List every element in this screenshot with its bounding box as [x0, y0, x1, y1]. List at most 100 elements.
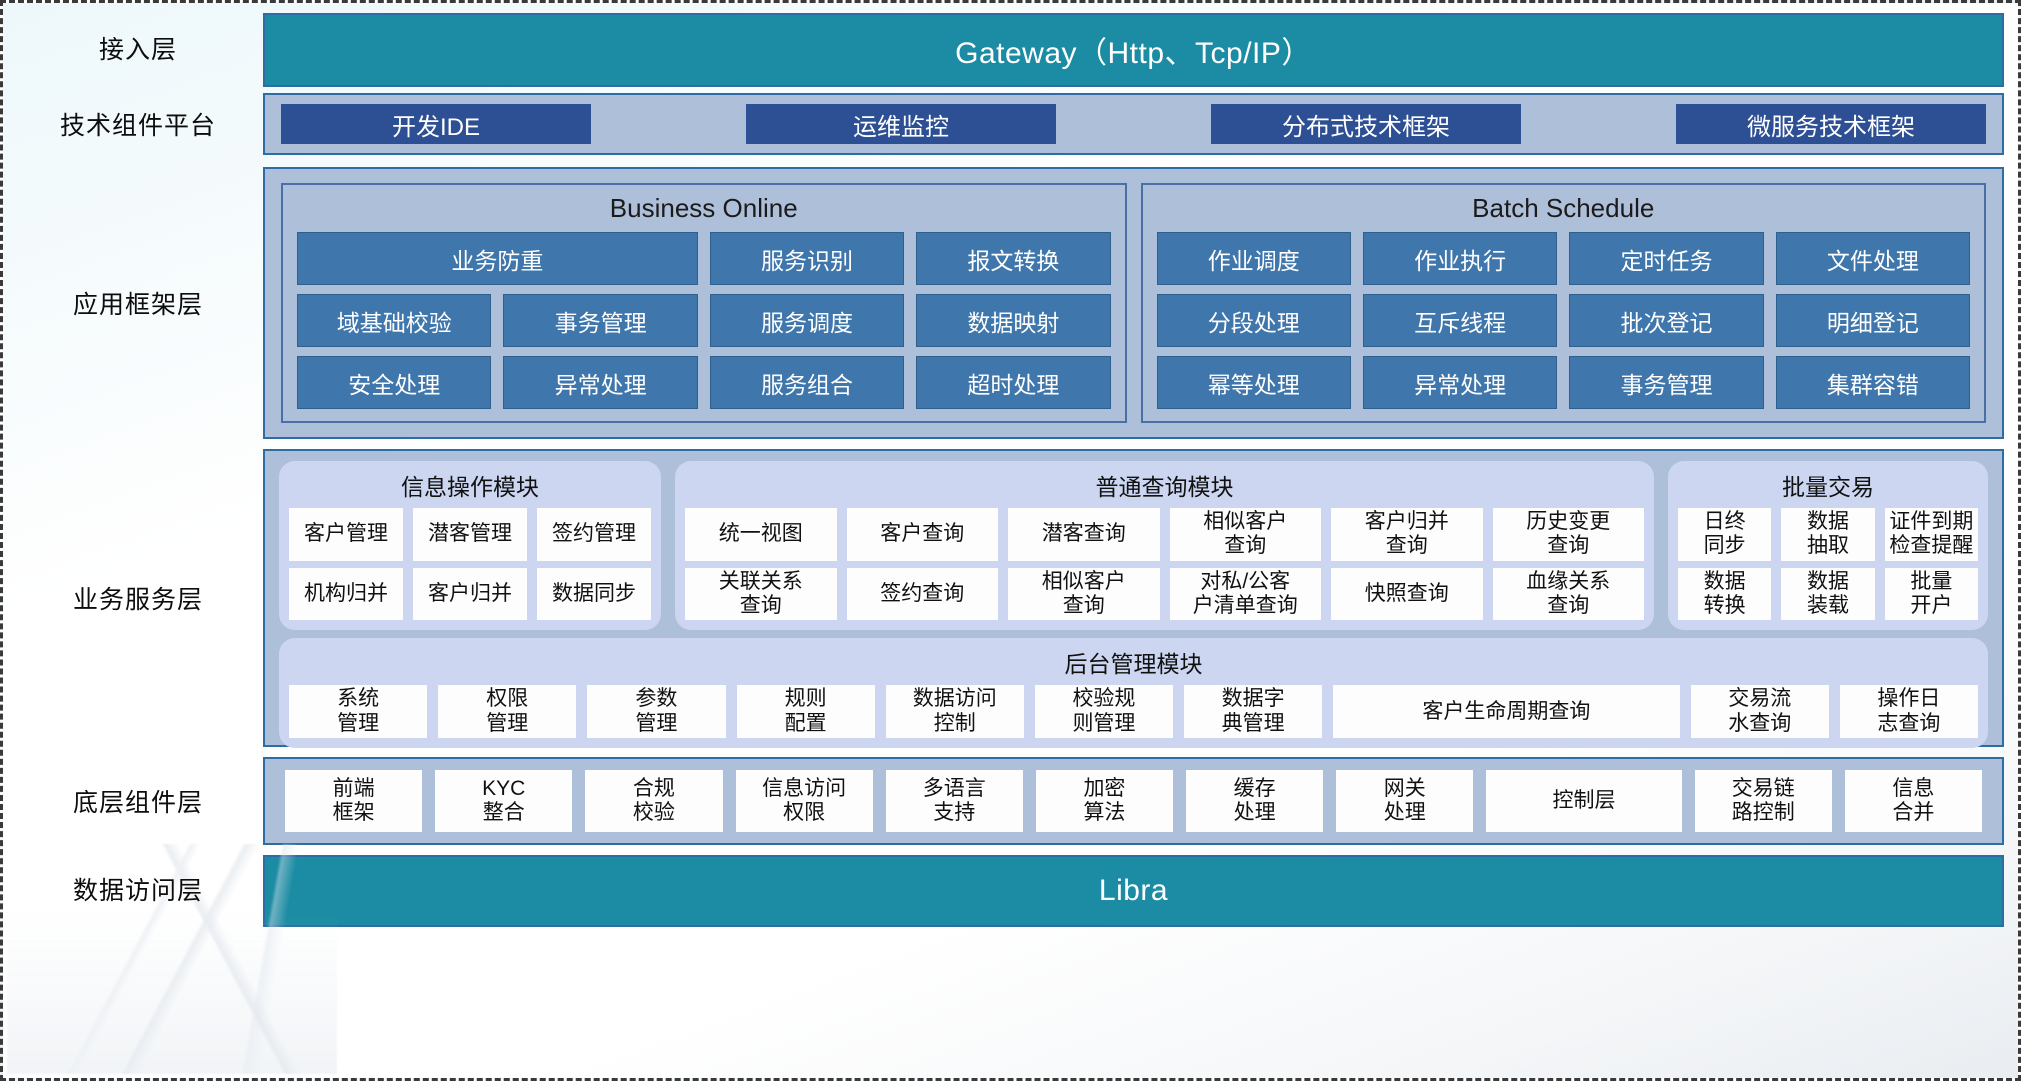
- cell-similar-customer-query-1[interactable]: 相似客户查询: [1169, 508, 1321, 561]
- business-online-grid: 业务防重 服务识别 报文转换 域基础校验 事务管理 服务调度 数据映射 安全处理…: [297, 232, 1111, 409]
- info-operation-grid: 客户管理 潜客管理 签约管理 机构归并 客户归并 数据同步: [289, 508, 651, 621]
- layer-label-access: 接入层: [98, 36, 177, 64]
- group-business-online: Business Online 业务防重 服务识别 报文转换 域基础校验 事务管…: [281, 183, 1127, 423]
- business-service-container: 信息操作模块 客户管理 潜客管理 签约管理 机构归并 客户归并 数据同步 普通查…: [263, 449, 2004, 749]
- cell-job-scheduling[interactable]: 作业调度: [1156, 232, 1351, 285]
- cell-exception-processing[interactable]: 异常处理: [503, 356, 698, 409]
- cell-data-load[interactable]: 数据装载: [1781, 567, 1875, 621]
- cell-customer-mgmt[interactable]: 客户管理: [289, 508, 403, 561]
- cell-parameter-mgmt[interactable]: 参数管理: [587, 685, 726, 739]
- tech-button-microservice-framework[interactable]: 微服务技术框架: [1676, 104, 1986, 144]
- cell-permission-mgmt[interactable]: 权限管理: [438, 685, 577, 739]
- cell-prospect-query[interactable]: 潜客查询: [1008, 508, 1160, 561]
- cell-similar-customer-query-2[interactable]: 相似客户查询: [1008, 567, 1160, 621]
- cell-system-mgmt[interactable]: 系统管理: [289, 685, 428, 739]
- backend-admin-row: 系统管理 权限管理 参数管理 规则配置 数据访问控制 校验规则管理 数据字典管理…: [289, 685, 1978, 739]
- cell-transaction-mgmt[interactable]: 事务管理: [503, 294, 698, 347]
- cell-timeout-processing[interactable]: 超时处理: [916, 356, 1111, 409]
- cell-private-public-customer-list-query[interactable]: 对私/公客户清单查询: [1169, 567, 1321, 621]
- cell-cache-processing[interactable]: 缓存处理: [1186, 770, 1324, 832]
- batch-schedule-grid: 作业调度 作业执行 定时任务 文件处理 分段处理 互斥线程 批次登记 明细登记 …: [1156, 232, 1970, 409]
- cell-data-mapping[interactable]: 数据映射: [916, 294, 1111, 347]
- cell-mutex-thread[interactable]: 互斥线程: [1362, 294, 1558, 347]
- batch-transaction-grid: 日终同步 数据抽取 证件到期检查提醒 数据转换 数据装载 批量开户: [1678, 508, 1978, 621]
- cell-batch-account-open[interactable]: 批量开户: [1884, 567, 1978, 621]
- cell-batch-registration[interactable]: 批次登记: [1569, 294, 1764, 347]
- tech-button-ops-monitor[interactable]: 运维监控: [746, 104, 1056, 144]
- cell-data-transform[interactable]: 数据转换: [1678, 567, 1772, 621]
- cell-frontend-framework[interactable]: 前端框架: [285, 770, 423, 832]
- cell-idempotent-processing[interactable]: 幂等处理: [1156, 356, 1351, 409]
- cell-data-access-control[interactable]: 数据访问控制: [885, 685, 1024, 739]
- cell-eod-sync[interactable]: 日终同步: [1678, 508, 1772, 561]
- cell-certificate-expiry-reminder[interactable]: 证件到期检查提醒: [1884, 508, 1978, 561]
- cell-data-dictionary-mgmt[interactable]: 数据字典管理: [1184, 685, 1323, 739]
- cell-detail-registration[interactable]: 明细登记: [1775, 294, 1970, 347]
- cell-service-composition[interactable]: 服务组合: [709, 356, 905, 409]
- cell-contract-mgmt[interactable]: 签约管理: [537, 508, 651, 561]
- cell-contract-query[interactable]: 签约查询: [846, 567, 998, 621]
- cell-cluster-fault-tolerance[interactable]: 集群容错: [1775, 356, 1970, 409]
- cell-batch-exception-processing[interactable]: 异常处理: [1362, 356, 1558, 409]
- libra-bar[interactable]: Libra: [263, 855, 2004, 927]
- cell-business-dedup[interactable]: 业务防重: [297, 232, 698, 285]
- cell-timed-task[interactable]: 定时任务: [1569, 232, 1764, 285]
- cell-customer-lifecycle-query[interactable]: 客户生命周期查询: [1333, 685, 1680, 739]
- cell-org-merge[interactable]: 机构归并: [289, 567, 403, 621]
- tech-button-distributed-framework[interactable]: 分布式技术框架: [1211, 104, 1521, 144]
- group-title-business-online: Business Online: [609, 193, 798, 223]
- cell-data-extract[interactable]: 数据抽取: [1781, 508, 1875, 561]
- cell-service-scheduling[interactable]: 服务调度: [709, 294, 905, 347]
- module-title-backend-admin: 后台管理模块: [1064, 651, 1203, 678]
- cell-segment-processing[interactable]: 分段处理: [1156, 294, 1351, 347]
- cell-history-change-query[interactable]: 历史变更查询: [1492, 508, 1644, 561]
- module-title-batch-transaction: 批量交易: [1782, 474, 1874, 500]
- cell-lineage-query[interactable]: 血缘关系查询: [1492, 567, 1644, 621]
- cell-control-layer[interactable]: 控制层: [1486, 770, 1682, 832]
- cell-multilingual-support[interactable]: 多语言支持: [885, 770, 1023, 832]
- app-framework-panel: Business Online 业务防重 服务识别 报文转换 域基础校验 事务管…: [263, 167, 2004, 439]
- cell-security-processing[interactable]: 安全处理: [297, 356, 492, 409]
- cell-job-execution[interactable]: 作业执行: [1362, 232, 1558, 285]
- cell-domain-validation[interactable]: 域基础校验: [297, 294, 492, 347]
- cell-batch-transaction-mgmt[interactable]: 事务管理: [1569, 356, 1764, 409]
- cell-transaction-link-control[interactable]: 交易链路控制: [1694, 770, 1832, 832]
- layer-label-tech-platform: 技术组件平台: [59, 112, 216, 140]
- cell-info-access-permission[interactable]: 信息访问权限: [735, 770, 873, 832]
- cell-prospect-mgmt[interactable]: 潜客管理: [413, 508, 527, 561]
- cell-unified-view[interactable]: 统一视图: [685, 508, 837, 561]
- data-access-panel: Libra: [263, 855, 2004, 927]
- tech-platform-bar: 开发IDE 运维监控 分布式技术框架 微服务技术框架: [263, 93, 2004, 155]
- tech-platform-panel: 开发IDE 运维监控 分布式技术框架 微服务技术框架: [263, 93, 2004, 155]
- tech-button-ide[interactable]: 开发IDE: [281, 104, 591, 144]
- cell-customer-merge-query[interactable]: 客户归并查询: [1331, 508, 1483, 561]
- cell-service-identify[interactable]: 服务识别: [709, 232, 905, 285]
- cell-rule-config[interactable]: 规则配置: [736, 685, 875, 739]
- group-title-batch-schedule: Batch Schedule: [1472, 193, 1655, 223]
- module-batch-transaction: 批量交易 日终同步 数据抽取 证件到期检查提醒 数据转换 数据装载 批量开户: [1668, 461, 1988, 631]
- module-title-common-query: 普通查询模块: [1095, 474, 1234, 500]
- module-title-info-operation: 信息操作模块: [401, 474, 539, 500]
- cell-file-processing[interactable]: 文件处理: [1775, 232, 1970, 285]
- app-framework-container: Business Online 业务防重 服务识别 报文转换 域基础校验 事务管…: [263, 167, 2004, 439]
- module-backend-admin: 后台管理模块 系统管理 权限管理 参数管理 规则配置 数据访问控制 校验规则管理…: [279, 638, 1988, 749]
- gateway-bar[interactable]: Gateway（Http、Tcp/IP）: [263, 13, 2004, 87]
- cell-encryption-algorithm[interactable]: 加密算法: [1035, 770, 1174, 832]
- cell-customer-query[interactable]: 客户查询: [846, 508, 998, 561]
- cell-data-sync[interactable]: 数据同步: [537, 567, 651, 621]
- cell-snapshot-query[interactable]: 快照查询: [1331, 567, 1483, 621]
- cell-compliance-check[interactable]: 合规校验: [585, 770, 723, 832]
- cell-customer-merge[interactable]: 客户归并: [413, 567, 527, 621]
- cell-transaction-flow-query[interactable]: 交易流水查询: [1690, 685, 1829, 739]
- cell-message-transform[interactable]: 报文转换: [916, 232, 1111, 285]
- access-panel: Gateway（Http、Tcp/IP）: [263, 13, 2004, 87]
- cell-operation-log-query[interactable]: 操作日志查询: [1839, 685, 1978, 739]
- cell-gateway-processing[interactable]: 网关处理: [1336, 770, 1474, 832]
- cell-relation-query[interactable]: 关联关系查询: [685, 567, 837, 621]
- cell-validation-rule-mgmt[interactable]: 校验规则管理: [1034, 685, 1174, 739]
- cell-info-merge[interactable]: 信息合并: [1844, 770, 1983, 832]
- business-service-bottom-row: 后台管理模块 系统管理 权限管理 参数管理 规则配置 数据访问控制 校验规则管理…: [279, 638, 1988, 749]
